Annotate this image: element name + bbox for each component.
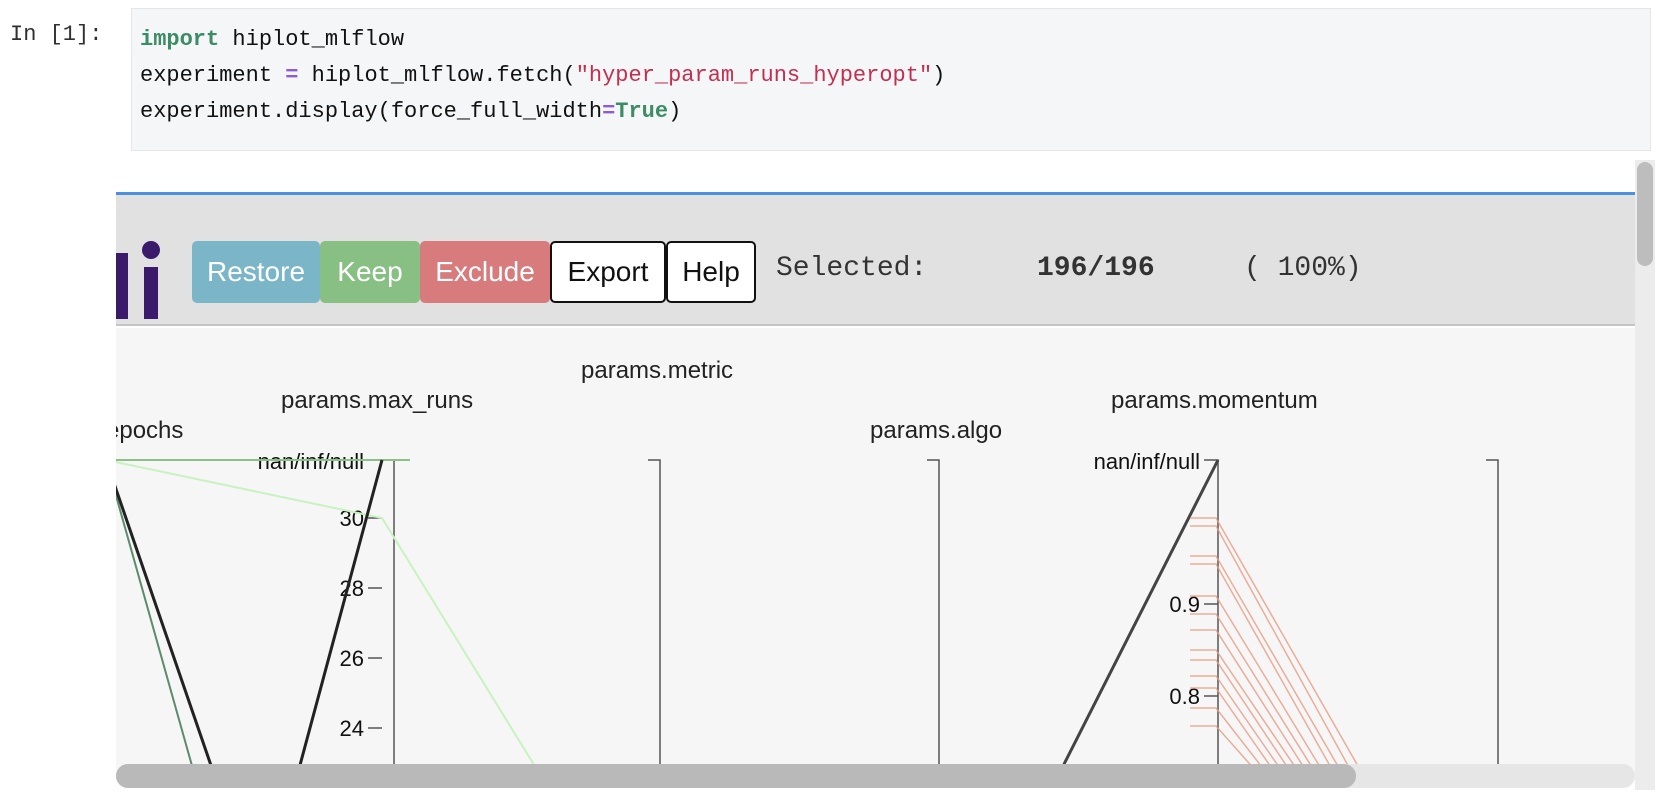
axis-algo[interactable] [927, 459, 940, 780]
axis-title-algo[interactable]: params.algo [870, 417, 1002, 444]
horizontal-scrollbar-thumb[interactable] [116, 764, 1356, 788]
tick-label: 24 [340, 716, 364, 741]
help-button[interactable]: Help [666, 241, 756, 303]
vertical-scrollbar-thumb[interactable] [1637, 162, 1653, 266]
code-text: experiment [140, 63, 286, 88]
code-text: hiplot_mlflow [219, 27, 405, 52]
code-string: "hyper_param_runs_hyperopt" [575, 63, 933, 88]
exclude-button[interactable]: Exclude [420, 241, 550, 303]
code-operator: = [602, 99, 616, 124]
selected-count: 196/196 [1037, 253, 1155, 284]
axis-momentum[interactable] [1204, 459, 1219, 780]
axis-title-metric[interactable]: params.metric [581, 357, 733, 384]
code-keyword: import [140, 27, 220, 52]
code-text: ) [668, 99, 682, 124]
tick-label: nan/inf/null [1094, 449, 1200, 474]
tick-label: 28 [340, 576, 364, 601]
axis-title-max-runs[interactable]: params.max_runs [281, 387, 473, 414]
axis-batch[interactable] [1486, 459, 1499, 780]
code-text: experiment.display(force_full_width [140, 99, 603, 124]
data-lines [116, 459, 1220, 780]
hiplot-logo [116, 241, 160, 319]
keep-button[interactable]: Keep [320, 241, 420, 303]
tick-label: nan/inf/null [258, 449, 364, 474]
export-button[interactable]: Export [550, 241, 666, 303]
axis-title-momentum[interactable]: params.momentum [1111, 387, 1318, 414]
selected-label: Selected: [776, 253, 928, 284]
cell-prompt: In [1]: [10, 22, 103, 47]
code-operator: = [285, 63, 299, 88]
axis-metric[interactable] [648, 459, 661, 780]
code-text: ) [932, 63, 946, 88]
axis-max-runs[interactable] [368, 459, 395, 780]
tick-label: 26 [340, 646, 364, 671]
code-keyword: True [615, 99, 669, 124]
axis-title-epochs[interactable]: epochs [116, 417, 183, 444]
code-cell[interactable] [131, 8, 1651, 151]
code-text: hiplot_mlflow.fetch( [298, 63, 576, 88]
momentum-lines [1190, 517, 1367, 780]
code-editor[interactable]: import hiplot_mlflow experiment = hiplot… [140, 22, 945, 130]
hiplot-header: Restore Keep Exclude Export Help Selecte… [116, 192, 1635, 326]
output-area: Restore Keep Exclude Export Help Selecte… [116, 160, 1635, 780]
vertical-scrollbar[interactable] [1635, 160, 1655, 790]
restore-button[interactable]: Restore [192, 241, 320, 303]
parallel-coordinates-plot[interactable]: epochs params.max_runs params.metric par… [116, 328, 1635, 780]
selected-percent: ( 100%) [1244, 253, 1362, 284]
